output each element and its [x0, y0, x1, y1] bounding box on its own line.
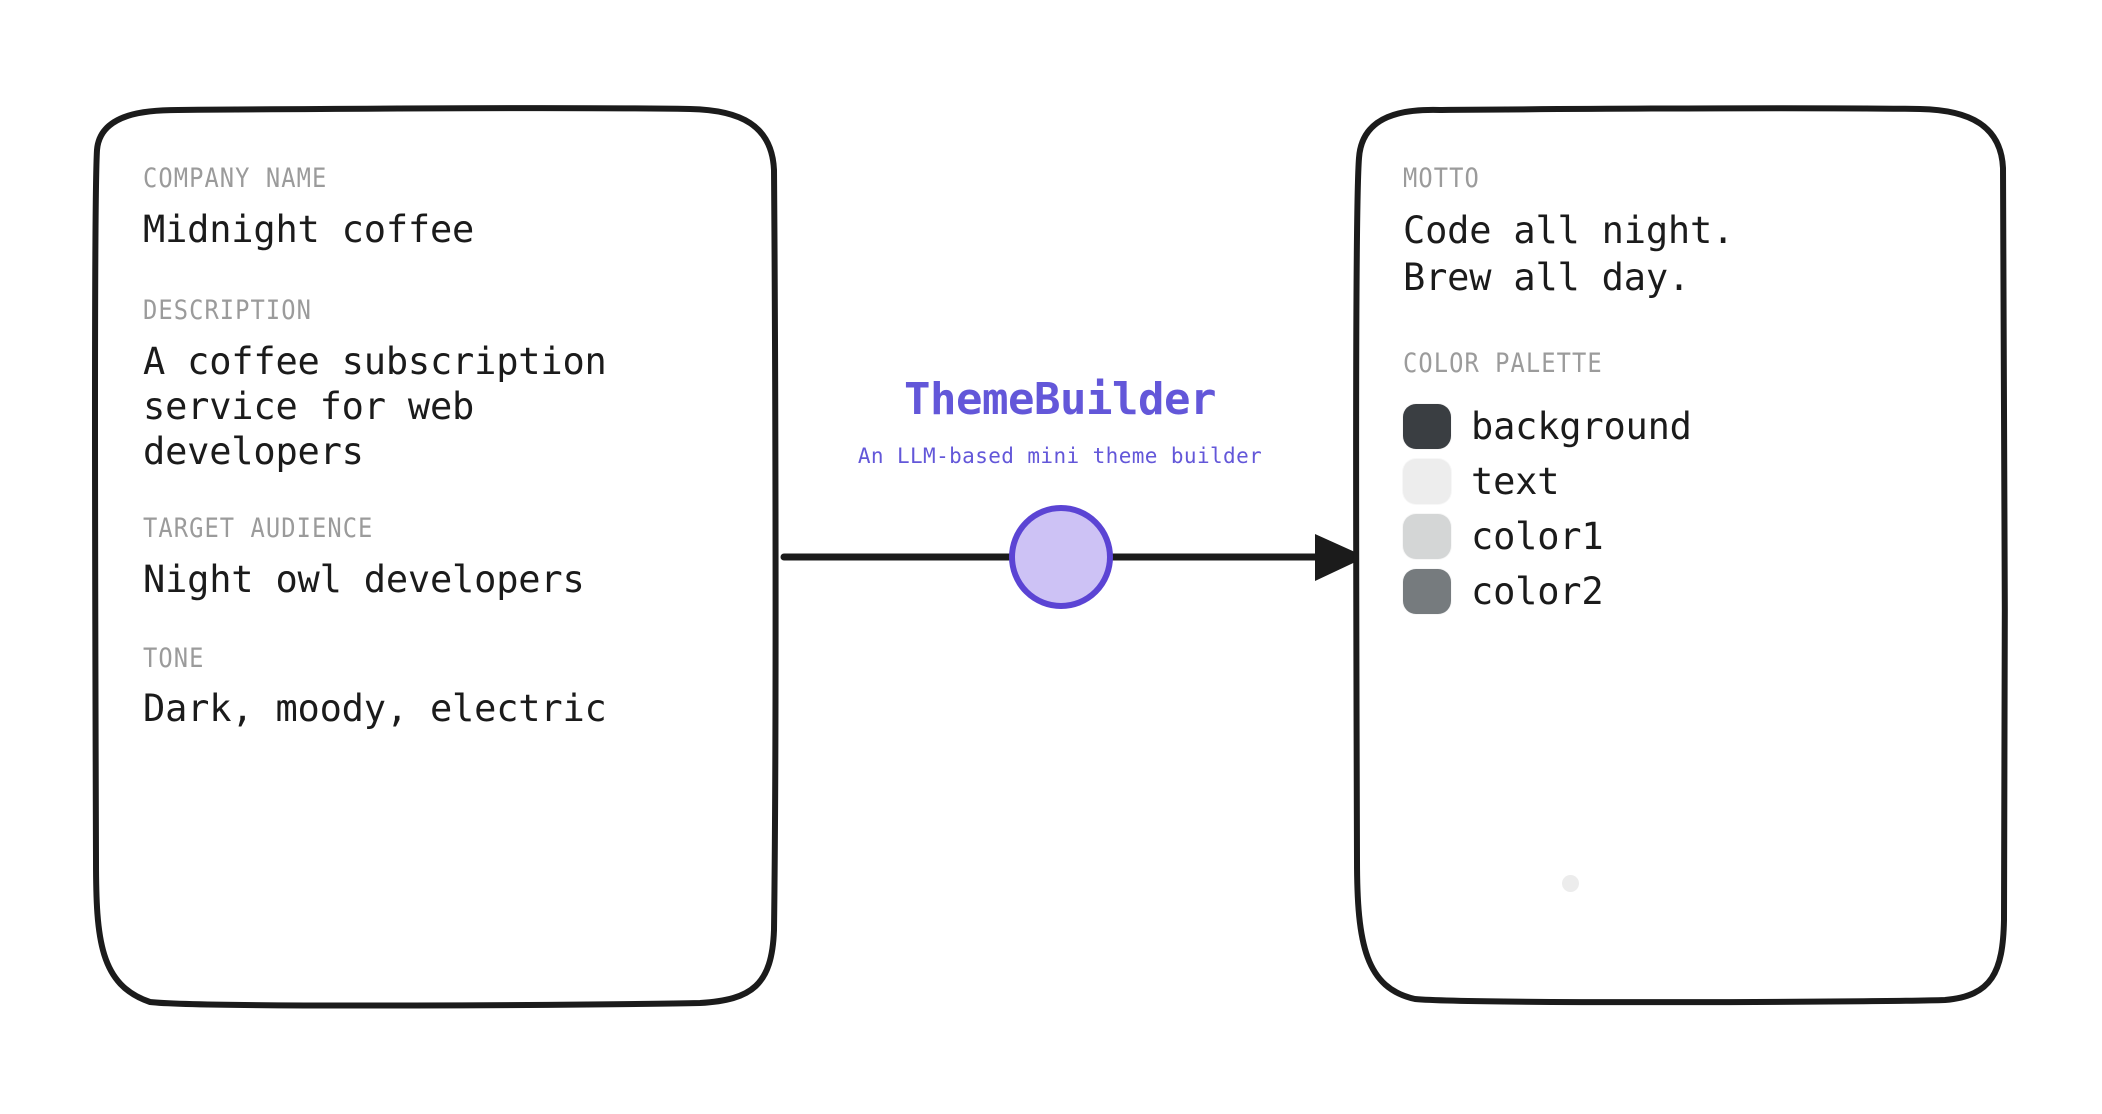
field-value-tone: Dark, moody, electric: [143, 687, 607, 731]
field-target-audience: TARGET AUDIENCE Night owl developers: [143, 514, 735, 602]
color-swatch-color2[interactable]: [1403, 569, 1451, 615]
palette-loading-dot-icon: [1562, 875, 1579, 892]
color-swatch-label-background: background: [1471, 405, 1692, 449]
field-label-tone: TONE: [143, 642, 205, 674]
color-palette-list: background text color1 color2: [1403, 399, 1965, 619]
output-card-body: MOTTO Code all night. Brew all day. COLO…: [1403, 164, 1965, 619]
input-card: COMPANY NAME Midnight coffee DESCRIPTION…: [95, 108, 775, 1003]
color-swatch-background[interactable]: [1403, 404, 1451, 450]
palette-row[interactable]: color2: [1403, 564, 1965, 619]
palette-row[interactable]: color1: [1403, 509, 1965, 564]
field-label-motto: MOTTO: [1403, 163, 1480, 194]
field-color-palette: COLOR PALETTE background text color1: [1403, 349, 1965, 619]
field-label-description: DESCRIPTION: [143, 294, 312, 326]
brand-block: ThemeBuilder An LLM-based mini theme bui…: [780, 374, 1340, 469]
color-swatch-label-color2: color2: [1471, 570, 1604, 614]
palette-row[interactable]: background: [1403, 399, 1965, 454]
palette-row[interactable]: text: [1403, 454, 1965, 509]
field-label-company-name: COMPANY NAME: [143, 163, 328, 194]
brand-subtitle: An LLM-based mini theme builder: [857, 443, 1263, 468]
field-company-name: COMPANY NAME Midnight coffee: [143, 164, 735, 252]
color-swatch-color1[interactable]: [1403, 514, 1451, 560]
brand-title: ThemeBuilder: [904, 374, 1216, 425]
field-label-target-audience: TARGET AUDIENCE: [143, 512, 374, 544]
output-card: MOTTO Code all night. Brew all day. COLO…: [1355, 108, 2005, 1000]
field-value-motto: Code all night. Brew all day.: [1403, 208, 1735, 300]
field-motto: MOTTO Code all night. Brew all day.: [1403, 164, 1965, 301]
input-card-body: COMPANY NAME Midnight coffee DESCRIPTION…: [143, 164, 735, 732]
field-tone: TONE Dark, moody, electric: [143, 642, 735, 732]
color-swatch-label-color1: color1: [1471, 515, 1604, 559]
field-label-color-palette: COLOR PALETTE: [1403, 348, 1603, 380]
field-value-target-audience: Night owl developers: [143, 557, 585, 601]
field-description: DESCRIPTION A coffee subscription servic…: [143, 296, 735, 474]
color-swatch-label-text: text: [1471, 460, 1560, 504]
field-value-company-name: Midnight coffee: [143, 207, 475, 251]
processing-node-icon[interactable]: [1009, 505, 1113, 609]
field-value-description: A coffee subscription service for web de…: [143, 339, 607, 473]
color-swatch-text[interactable]: [1403, 459, 1451, 505]
